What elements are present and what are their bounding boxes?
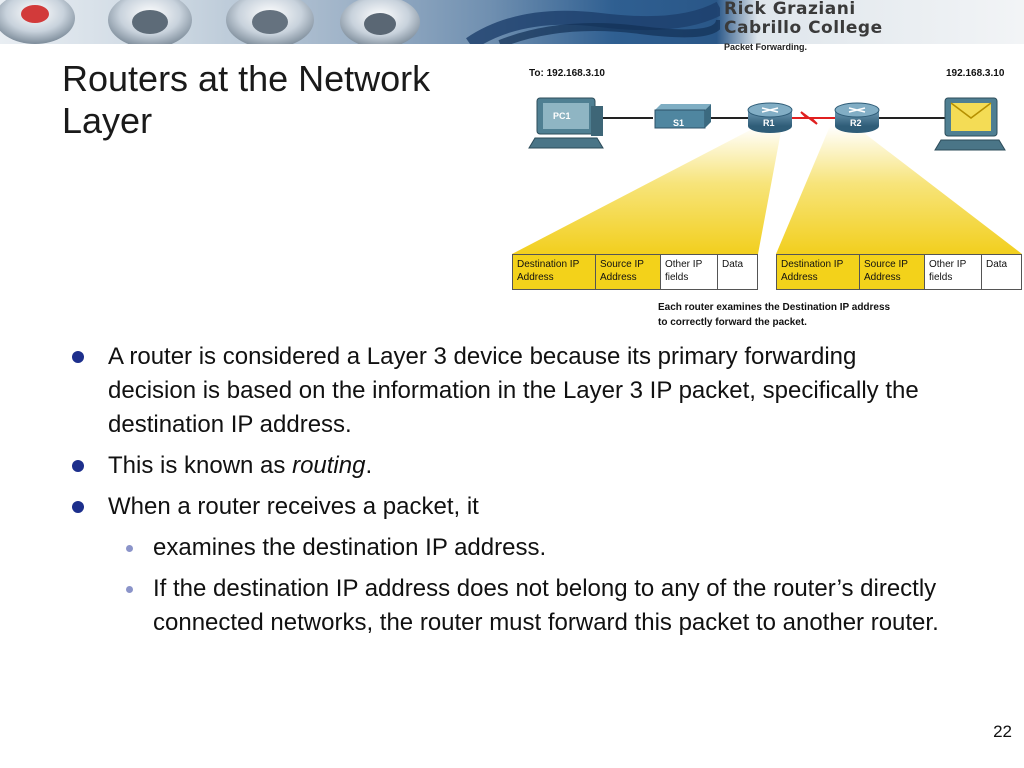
r2-label: R2 — [850, 118, 862, 128]
bullet-item: When a router receives a packet, it — [70, 490, 950, 524]
banner-title: Rick Graziani Cabrillo College — [724, 0, 1024, 38]
sub-bullet-text: If the destination IP address does not b… — [153, 575, 939, 636]
diagram-graphics — [512, 97, 1022, 254]
bullet-text: When a router receives a packet, it — [108, 493, 479, 520]
header-banner: Rick Graziani Cabrillo College — [0, 0, 1024, 44]
bullet-item: This is known as routing. — [70, 449, 950, 483]
r2-beam — [776, 126, 1022, 254]
bullet-text-suffix: . — [365, 452, 373, 479]
pc1-icon — [528, 97, 604, 149]
bullet-text: A router is considered a Layer 3 device … — [108, 343, 919, 438]
slide-title-line2: Layer — [62, 100, 153, 141]
slide-title: Routers at the Network Layer — [62, 58, 502, 142]
s1-label: S1 — [673, 118, 685, 128]
destination-address-label: 192.168.3.10 — [946, 68, 1005, 79]
packet-left: Destination IP Address Source IP Address… — [512, 254, 758, 290]
packet-left-source-cell: Source IP Address — [596, 255, 661, 289]
packet-forwarding-diagram: To: 192.168.3.10 192.168.3.10 PC1 S1 R1 … — [505, 58, 1024, 338]
sub-bullet-item: If the destination IP address does not b… — [70, 572, 950, 640]
switch-icon — [654, 104, 711, 129]
sub-bullet-text: examines the destination IP address. — [153, 534, 547, 561]
bullet-item: A router is considered a Layer 3 device … — [70, 340, 950, 442]
link-r1-r2-serial — [789, 111, 837, 125]
packet-right: Destination IP Address Source IP Address… — [776, 254, 1022, 290]
banner-line1: Rick Graziani — [724, 0, 856, 19]
packet-right-other-cell: Other IP fields — [925, 255, 982, 289]
banner-line2: Cabrillo College — [724, 18, 883, 38]
packet-left-data-cell: Data — [718, 255, 757, 289]
r1-label: R1 — [763, 118, 775, 128]
to-address-label: To: 192.168.3.10 — [529, 68, 605, 79]
packet-right-source-cell: Source IP Address — [860, 255, 925, 289]
router-r2-icon — [834, 102, 880, 133]
sub-bullet-dot-icon — [126, 586, 133, 593]
bullet-text-emphasis: routing — [292, 452, 366, 479]
diagram-note: Each router examines the Destination IP … — [658, 300, 958, 330]
diagram-note-line1: Each router examines the Destination IP … — [658, 302, 891, 313]
sub-bullet-item: examines the destination IP address. — [70, 531, 950, 565]
pc1-label: PC1 — [553, 111, 571, 121]
banner-photo — [0, 0, 720, 44]
bullet-dot-icon — [72, 501, 84, 513]
page-number: 22 — [993, 722, 1012, 741]
destination-host-icon — [934, 97, 1006, 151]
router-r1-icon — [747, 102, 793, 133]
packet-left-other-cell: Other IP fields — [661, 255, 718, 289]
r1-beam — [512, 126, 782, 254]
diagram-note-line2: to correctly forward the packet. — [658, 317, 807, 328]
sub-bullet-dot-icon — [126, 545, 133, 552]
bullet-dot-icon — [72, 351, 84, 363]
packet-left-dest-cell: Destination IP Address — [513, 255, 596, 289]
slide-title-line1: Routers at the Network — [62, 58, 431, 99]
bullet-dot-icon — [72, 460, 84, 472]
slide-body: A router is considered a Layer 3 device … — [70, 340, 950, 647]
diagram-caption: Packet Forwarding. — [724, 42, 808, 52]
packet-right-dest-cell: Destination IP Address — [777, 255, 860, 289]
bullet-text-prefix: This is known as — [108, 452, 293, 479]
packet-right-data-cell: Data — [982, 255, 1021, 289]
